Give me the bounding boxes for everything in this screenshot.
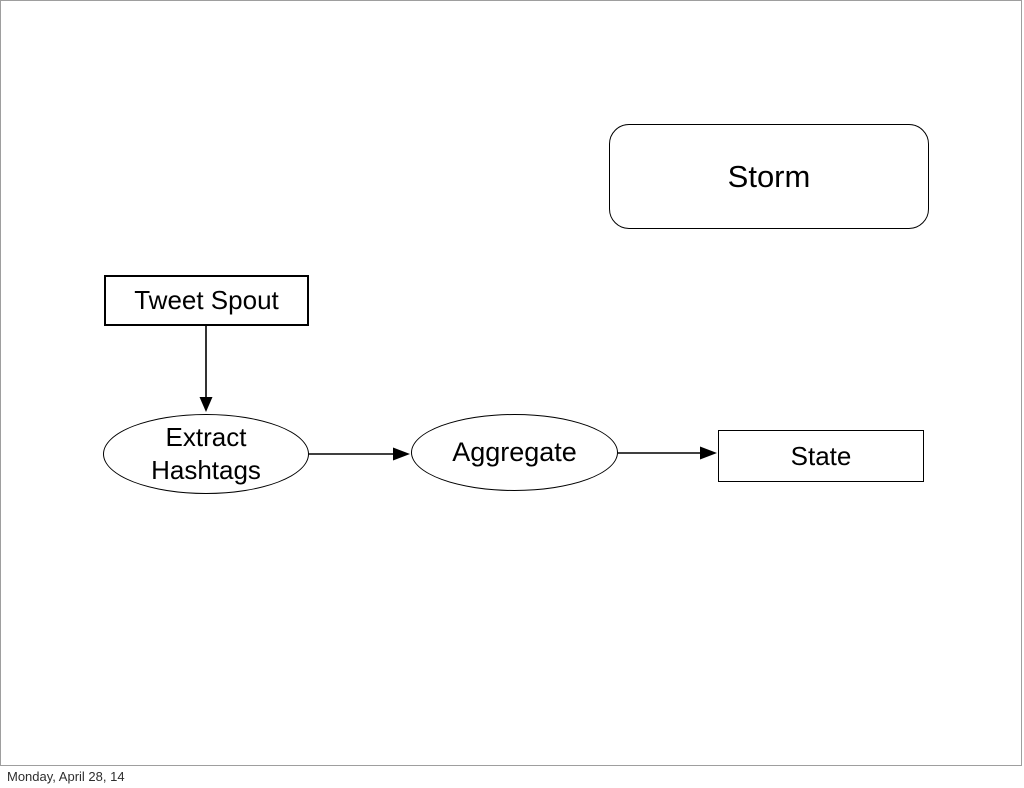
node-extract-hashtags: Extract Hashtags <box>103 414 309 494</box>
node-tweet-spout: Tweet Spout <box>104 275 309 326</box>
node-extract-hashtags-label-line2: Hashtags <box>151 455 261 485</box>
node-aggregate: Aggregate <box>411 414 618 491</box>
node-state: State <box>718 430 924 482</box>
node-extract-hashtags-label-line1: Extract <box>165 422 247 452</box>
node-state-label: State <box>790 440 852 471</box>
edges-layer <box>199 326 717 461</box>
edge-extract-hashtags-to-aggregate <box>309 447 410 461</box>
node-storm: Storm <box>609 124 929 229</box>
edge-tweet-spout-to-extract-hashtags <box>199 326 213 412</box>
date-footer: Monday, April 28, 14 <box>7 769 125 784</box>
arrowhead-right-icon <box>393 447 410 461</box>
node-tweet-spout-label: Tweet Spout <box>134 285 279 315</box>
node-storm-label: Storm <box>727 158 811 194</box>
arrowhead-down-icon <box>199 397 213 412</box>
node-aggregate-label: Aggregate <box>452 437 577 467</box>
edge-aggregate-to-state <box>618 446 717 460</box>
node-extract-hashtags-label: Extract Hashtags <box>151 421 261 487</box>
arrowhead-right-icon <box>700 446 717 460</box>
slide-canvas: Storm Tweet Spout Extract Hashtags Aggre… <box>0 0 1022 766</box>
